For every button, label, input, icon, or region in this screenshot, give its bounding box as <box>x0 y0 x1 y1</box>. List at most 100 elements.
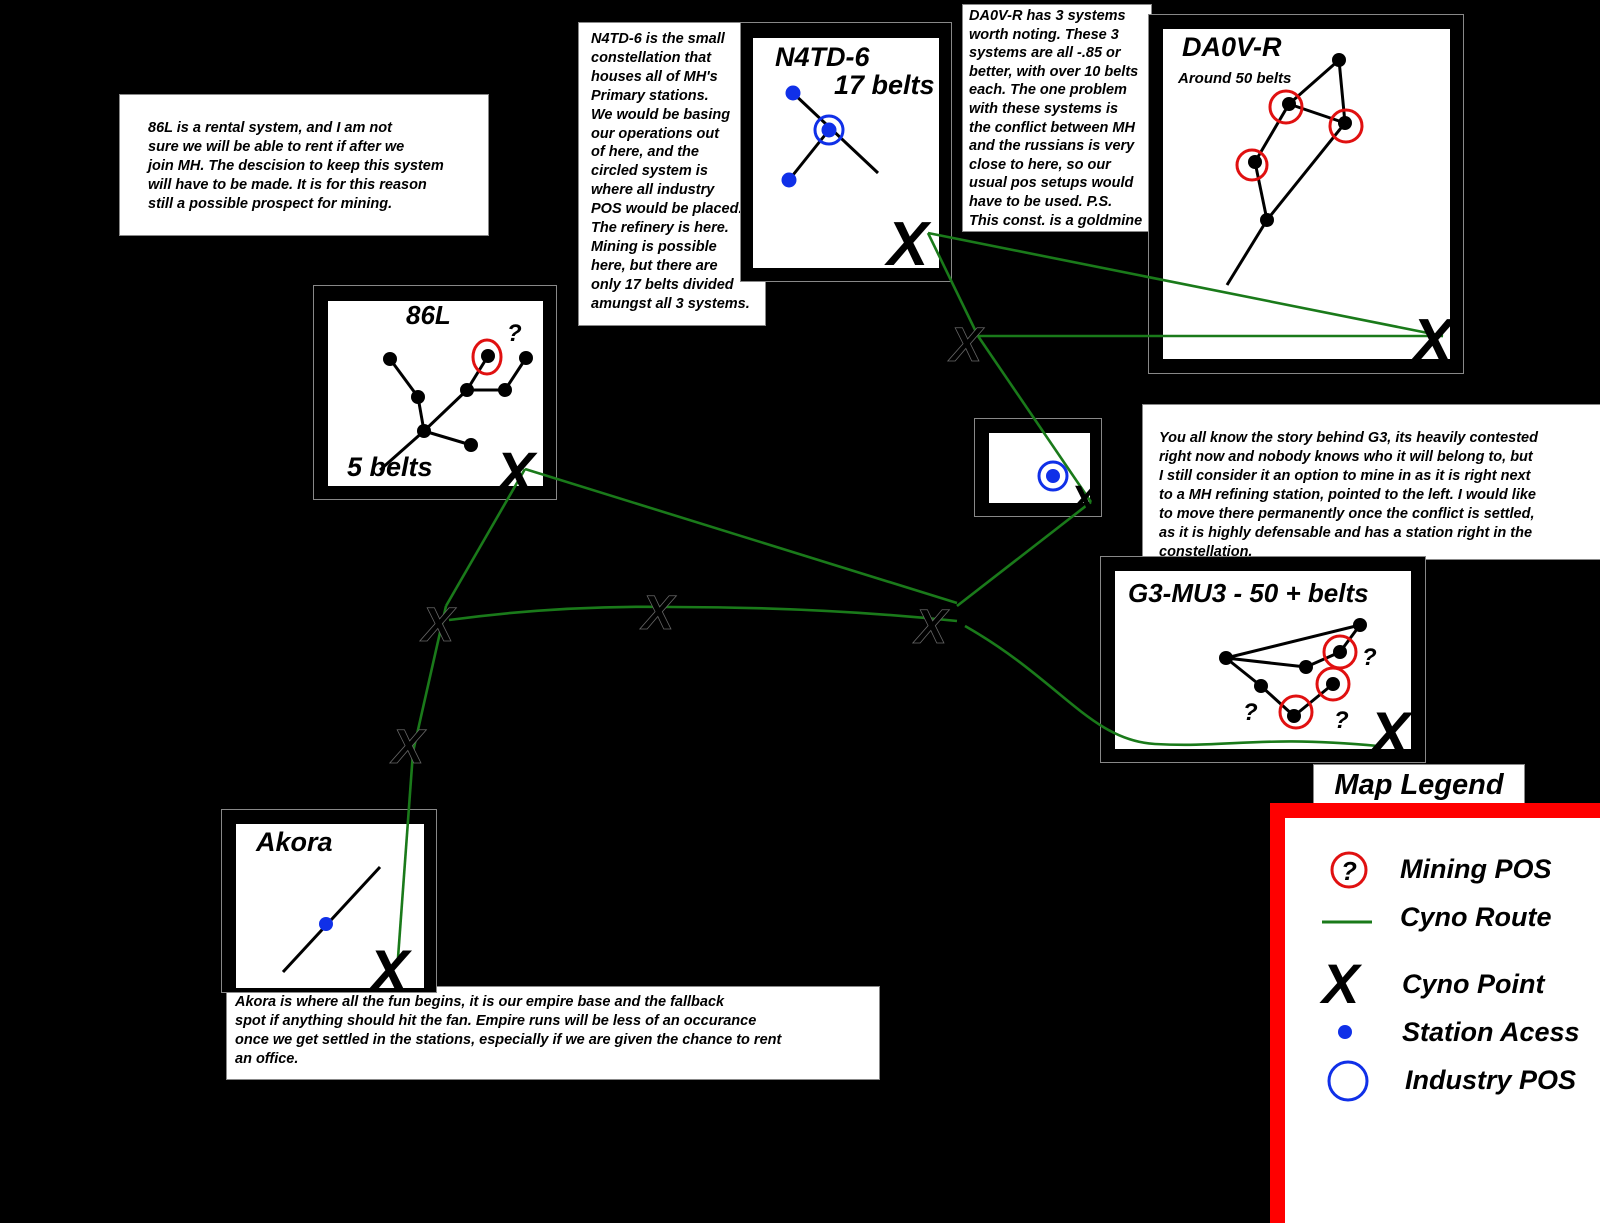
system-node <box>1254 679 1268 693</box>
note-n4td-text: N4TD-6 is the small constellation that h… <box>591 31 750 312</box>
legend-item-cyno-point: X Cyno Point <box>1319 952 1545 1015</box>
system-title-86l: 86L <box>406 300 451 330</box>
note-86l: 86L is a rental system, and I am not sur… <box>119 94 489 236</box>
mining-pos-icon <box>1278 694 1314 730</box>
system-frame-da0v <box>1148 14 1464 374</box>
system-node <box>1326 677 1340 691</box>
mining-pos-icon <box>1268 89 1304 125</box>
system-node <box>1299 660 1313 674</box>
cyno-route <box>411 605 448 753</box>
mining-pos-icon <box>1328 108 1364 144</box>
cyno-route <box>976 335 1093 503</box>
legend-label: Mining POS <box>1400 854 1552 884</box>
system-node <box>417 424 431 438</box>
system-node <box>411 390 425 404</box>
industry-pos-icon <box>1327 1060 1369 1102</box>
cyno-routes <box>396 231 1444 959</box>
system-frame-n4td <box>740 22 952 282</box>
system-node <box>481 349 495 363</box>
system-node <box>1219 651 1233 665</box>
system-node <box>519 351 533 365</box>
legend-box <box>1270 803 1600 1223</box>
note-akora-text: Akora is where all the fun begins, it is… <box>235 994 782 1067</box>
system-title-n4td: N4TD-6 <box>775 42 870 72</box>
system-node <box>464 438 478 452</box>
system-node <box>498 383 512 397</box>
unknown-marker: ? <box>1243 699 1258 726</box>
note-da0v: DA0V-R has 3 systems worth noting. These… <box>962 4 1152 232</box>
system-node <box>1282 97 1296 111</box>
system-title-da0v: DA0V-R <box>1182 32 1282 62</box>
cyno-route <box>926 232 980 337</box>
cyno-point-icon: X <box>366 938 413 1005</box>
industry-pos-icon <box>813 114 845 146</box>
constellation-da0v <box>1225 58 1347 286</box>
system-node <box>1260 213 1274 227</box>
cyno-points-solid: X X X X X X <box>366 210 1457 1005</box>
mining-pos-icon <box>471 338 503 376</box>
legend-item-cyno-route: Cyno Route <box>1322 902 1552 932</box>
system-node <box>1332 53 1346 67</box>
cyno-point-icon: X <box>1319 952 1363 1015</box>
legend-items: ? Mining POS Cyno Route X Cyno Point Sta… <box>1319 851 1580 1102</box>
system-panel-g3 <box>1115 571 1411 749</box>
system-frame-station <box>974 418 1102 517</box>
station-access-icon <box>1338 1025 1352 1039</box>
industry-pos-icon <box>1037 460 1069 492</box>
system-node <box>1338 116 1352 130</box>
cyno-point-icon: X <box>947 319 985 372</box>
gate-link <box>787 129 831 181</box>
note-n4td: N4TD-6 is the small constellation that h… <box>578 22 766 326</box>
g3-nodes <box>1219 618 1367 723</box>
system-node <box>460 383 474 397</box>
cyno-point-icon: X <box>419 599 457 652</box>
cyno-points-outlined: X X X X X <box>389 319 986 775</box>
legend-item-mining-pos: ? Mining POS <box>1330 851 1552 889</box>
cyno-route <box>448 605 958 623</box>
cyno-point-icon: X <box>639 587 677 640</box>
86l-nodes <box>383 349 533 452</box>
cyno-route <box>964 624 1379 748</box>
system-node <box>1248 155 1262 169</box>
note-g3-text: You all know the story behind G3, its he… <box>1159 430 1538 560</box>
system-node <box>1353 618 1367 632</box>
legend-label: Cyno Point <box>1402 969 1545 999</box>
da0v-nodes <box>1248 53 1352 227</box>
constellation-n4td <box>787 91 880 181</box>
system-title-akora: Akora <box>255 827 333 857</box>
legend-item-station-access: Station Acess <box>1338 1017 1580 1047</box>
system-node <box>1287 709 1301 723</box>
legend-item-industry-pos: Industry POS <box>1327 1060 1576 1102</box>
cyno-point-icon: X <box>1409 307 1457 376</box>
unknown-marker: ? <box>1334 707 1349 734</box>
cyno-point-icon: X <box>912 601 950 654</box>
mining-pos-icon <box>1235 148 1269 182</box>
system-panel-n4td <box>753 38 939 268</box>
cyno-point-icon: X <box>884 210 932 279</box>
note-akora: Akora is where all the fun begins, it is… <box>226 986 880 1080</box>
cyno-route <box>396 751 415 959</box>
constellation-akora <box>281 865 382 974</box>
system-belts-n4td: 17 belts <box>834 70 935 100</box>
mining-pos-glyph: ? <box>1341 856 1357 886</box>
system-belts-da0v: Around 50 belts <box>1177 70 1291 87</box>
system-title-g3: G3-MU3 - 50 + belts <box>1128 578 1369 608</box>
system-panel-station <box>989 433 1090 503</box>
cyno-route <box>956 500 1092 608</box>
cyno-route <box>524 467 958 605</box>
mining-pos-icon <box>1330 851 1368 889</box>
mining-pos-icon <box>1315 666 1351 702</box>
cyno-route <box>444 468 527 607</box>
note-g3: You all know the story behind G3, its he… <box>1142 404 1600 560</box>
station-access-icon <box>781 172 797 188</box>
cyno-point-icon: X <box>389 721 427 774</box>
legend-title-box: Map Legend <box>1313 764 1525 804</box>
legend-label: Station Acess <box>1402 1017 1580 1047</box>
system-frame-g3 <box>1100 556 1426 763</box>
note-86l-text: 86L is a rental system, and I am not sur… <box>148 120 444 212</box>
cyno-route <box>927 231 1444 338</box>
note-da0v-text: DA0V-R has 3 systems worth noting. These… <box>969 8 1143 229</box>
system-frame-akora <box>221 809 437 993</box>
station-access-icon <box>785 85 801 101</box>
system-node <box>1333 645 1347 659</box>
